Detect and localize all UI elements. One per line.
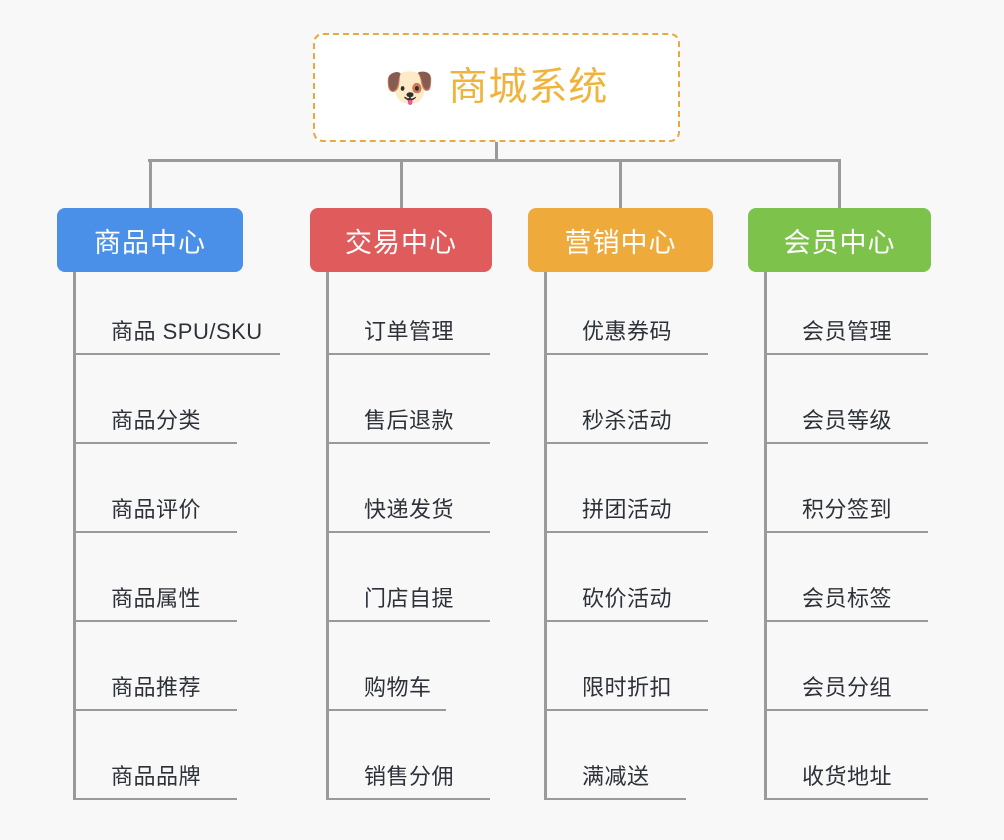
drop-connector-product-center [148, 159, 152, 208]
leaf-item-underline [73, 353, 280, 355]
leaf-item-label: 售后退款 [364, 407, 455, 433]
leaf-item-label: 秒杀活动 [582, 407, 673, 433]
leaf-item[interactable]: 购物车 [326, 622, 446, 711]
leaf-item-label: 快递发货 [364, 496, 455, 522]
leaf-item[interactable]: 积分签到 [764, 444, 928, 533]
leaf-item[interactable]: 商品分类 [73, 355, 237, 444]
leaf-item[interactable]: 商品推荐 [73, 622, 237, 711]
shiba-dog-face-icon: 🐶 [384, 64, 435, 111]
leaf-item[interactable]: 门店自提 [326, 533, 490, 622]
leaf-item-underline [326, 531, 490, 533]
leaf-item[interactable]: 满减送 [544, 711, 686, 800]
leaf-item-label: 收货地址 [802, 763, 893, 789]
leaf-item-underline [544, 442, 708, 444]
leaf-item-label: 销售分佣 [364, 763, 455, 789]
leaf-item-label: 限时折扣 [582, 674, 673, 700]
leaf-item-underline [764, 798, 928, 800]
horizontal-branch-bar [148, 159, 841, 162]
leaf-item-underline [764, 353, 928, 355]
leaf-item-label: 积分签到 [802, 496, 893, 522]
root-stem-connector [495, 142, 498, 161]
leaf-item-underline [764, 709, 928, 711]
leaf-item-underline [73, 798, 237, 800]
leaf-item-underline [73, 442, 237, 444]
leaf-item-label: 门店自提 [364, 585, 455, 611]
leaf-item-label: 商品推荐 [111, 674, 202, 700]
category-box-marketing-center[interactable]: 营销中心 [528, 208, 713, 272]
leaf-item-underline [73, 531, 237, 533]
leaf-item-underline [326, 798, 490, 800]
leaf-item[interactable]: 商品品牌 [73, 711, 237, 800]
leaf-item-label: 优惠券码 [582, 318, 673, 344]
leaf-item-underline [544, 353, 708, 355]
leaf-item-label: 商品品牌 [111, 763, 202, 789]
leaf-item[interactable]: 限时折扣 [544, 622, 708, 711]
leaf-item-label: 商品 SPU/SKU [111, 318, 263, 344]
category-box-trade-center[interactable]: 交易中心 [310, 208, 492, 272]
leaf-item-underline [764, 531, 928, 533]
column-spine-marketing-center [544, 272, 547, 798]
leaf-item[interactable]: 会员分组 [764, 622, 928, 711]
drop-connector-marketing-center [619, 159, 622, 208]
leaf-item-label: 会员等级 [802, 407, 893, 433]
leaf-item[interactable]: 商品属性 [73, 533, 237, 622]
leaf-item-label: 会员分组 [802, 674, 893, 700]
root-title: 商城系统 [448, 66, 609, 109]
leaf-item-underline [73, 709, 237, 711]
leaf-item[interactable]: 收货地址 [764, 711, 928, 800]
leaf-item-underline [326, 709, 446, 711]
category-label-product-center: 商品中心 [94, 227, 206, 258]
leaf-item-underline [544, 620, 708, 622]
column-spine-member-center [764, 272, 767, 798]
column-spine-product-center [73, 272, 76, 798]
leaf-item-label: 商品评价 [111, 496, 202, 522]
leaf-item[interactable]: 订单管理 [326, 266, 490, 355]
leaf-item-label: 订单管理 [364, 318, 455, 344]
category-box-member-center[interactable]: 会员中心 [748, 208, 931, 272]
leaf-item[interactable]: 商品 SPU/SKU [73, 266, 280, 355]
leaf-item-underline [326, 353, 490, 355]
column-spine-trade-center [326, 272, 329, 798]
leaf-item[interactable]: 会员标签 [764, 533, 928, 622]
root-node[interactable]: 🐶 商城系统 [313, 33, 680, 142]
leaf-item-underline [544, 709, 708, 711]
leaf-item[interactable]: 会员管理 [764, 266, 928, 355]
category-label-trade-center: 交易中心 [345, 227, 457, 258]
leaf-item-label: 拼团活动 [582, 496, 673, 522]
leaf-item[interactable]: 会员等级 [764, 355, 928, 444]
leaf-item[interactable]: 优惠券码 [544, 266, 708, 355]
leaf-item[interactable]: 售后退款 [326, 355, 490, 444]
leaf-item[interactable]: 砍价活动 [544, 533, 708, 622]
leaf-item[interactable]: 秒杀活动 [544, 355, 708, 444]
leaf-item[interactable]: 销售分佣 [326, 711, 490, 800]
leaf-item-label: 商品属性 [111, 585, 202, 611]
leaf-item-underline [764, 620, 928, 622]
leaf-item[interactable]: 商品评价 [73, 444, 237, 533]
leaf-item-underline [326, 620, 490, 622]
leaf-item[interactable]: 拼团活动 [544, 444, 708, 533]
leaf-item-label: 会员标签 [802, 585, 893, 611]
leaf-item-underline [544, 531, 708, 533]
leaf-item-label: 满减送 [582, 763, 650, 789]
leaf-item-label: 商品分类 [111, 407, 202, 433]
leaf-item-underline [764, 442, 928, 444]
category-label-member-center: 会员中心 [783, 227, 896, 258]
category-label-marketing-center: 营销中心 [564, 227, 677, 258]
leaf-item-underline [326, 442, 490, 444]
leaf-item-label: 购物车 [364, 674, 432, 700]
leaf-item-underline [73, 620, 237, 622]
leaf-item[interactable]: 快递发货 [326, 444, 490, 533]
drop-connector-member-center [838, 159, 841, 208]
leaf-item-label: 砍价活动 [582, 585, 673, 611]
drop-connector-trade-center [399, 159, 403, 208]
leaf-item-label: 会员管理 [802, 318, 893, 344]
category-box-product-center[interactable]: 商品中心 [57, 208, 243, 272]
leaf-item-underline [544, 798, 686, 800]
